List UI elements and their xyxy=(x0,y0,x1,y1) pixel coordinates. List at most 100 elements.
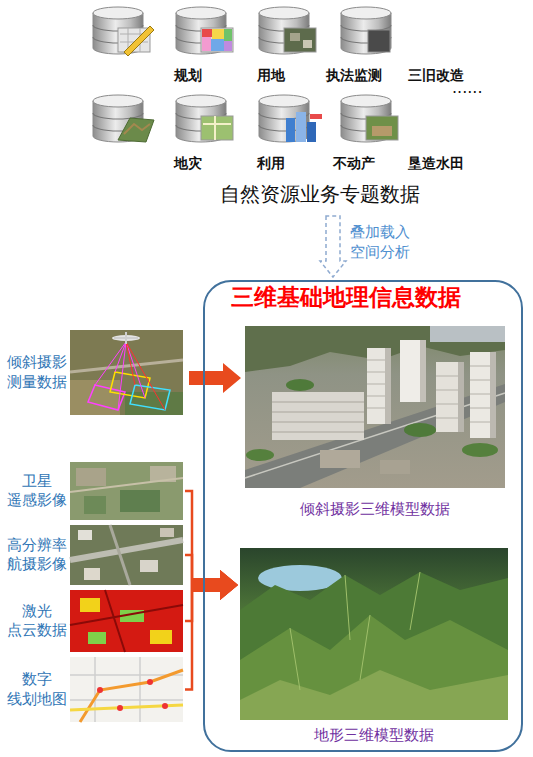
node-text: 高分辨率 航摄影像 xyxy=(4,536,70,575)
database-node: 地灾 xyxy=(84,90,160,172)
node-text: 垦造水田 xyxy=(408,155,464,172)
database-thumbnails xyxy=(211,39,224,51)
aerial-image xyxy=(160,528,174,537)
oblique-survey-image xyxy=(70,330,183,415)
database-thumbnails xyxy=(224,41,232,51)
oblique-model-image xyxy=(430,326,505,342)
connector-path xyxy=(185,555,192,585)
source-node: 数字 线划地图 xyxy=(4,657,183,722)
connector-path xyxy=(185,491,192,585)
database-node: 不动产 xyxy=(250,90,326,172)
database-node: 规划 xyxy=(84,2,160,84)
satellite-image xyxy=(84,496,106,514)
source-node: 高分辨率 航摄影像 xyxy=(4,525,183,585)
node-text: 激光 点云数据 xyxy=(4,602,70,641)
satellite-image xyxy=(76,468,106,486)
vector-map-image xyxy=(70,657,183,722)
database-thumbnails xyxy=(368,30,390,52)
oblique-model-image xyxy=(380,460,410,474)
oblique-survey-image xyxy=(70,330,183,415)
vector-map-image xyxy=(70,657,183,722)
oblique-model-image xyxy=(245,326,505,488)
vector-map-image xyxy=(80,670,183,722)
point-cloud-image xyxy=(70,590,183,652)
oblique-model-image xyxy=(420,340,426,402)
satellite-image xyxy=(70,462,183,520)
point-cloud-image xyxy=(70,590,183,652)
node-text: 用地 xyxy=(257,67,285,84)
aerial-image xyxy=(70,540,183,560)
aerial-image xyxy=(70,525,183,585)
aerial-image xyxy=(84,568,100,580)
node-text: 执法监测 xyxy=(326,67,382,84)
red-block-arrow xyxy=(185,491,238,600)
oblique-model-image xyxy=(458,362,464,432)
database-thumbnails xyxy=(284,28,316,52)
database-thumbnails xyxy=(202,29,212,37)
connector-path xyxy=(191,570,238,600)
connector-path xyxy=(320,216,346,277)
database-thumbnails xyxy=(203,116,231,140)
vector-map-image xyxy=(147,679,153,685)
connector-path xyxy=(185,585,192,690)
point-cloud-image xyxy=(150,630,172,644)
oblique-model-image xyxy=(272,392,364,440)
aerial-image xyxy=(78,530,92,540)
satellite-image xyxy=(70,462,183,520)
oblique-model-image xyxy=(367,348,391,424)
vector-map-image xyxy=(97,687,103,693)
edge-label: 叠加载入 空间分析 xyxy=(350,222,418,263)
database-thumbnails xyxy=(201,28,233,52)
node-text: 不动产 xyxy=(333,155,375,172)
aerial-image xyxy=(140,560,158,572)
database-node: 垦造水田 xyxy=(332,90,408,172)
oblique-survey-image xyxy=(95,342,145,410)
terrain-model-image xyxy=(240,615,508,720)
terrain-model-image xyxy=(240,548,508,720)
node-text: 利用 xyxy=(257,155,285,172)
database-thumbnails xyxy=(303,40,312,48)
connector-path xyxy=(191,570,238,600)
oblique-model-image xyxy=(286,379,314,391)
oblique-model-image xyxy=(462,443,498,457)
vector-map-image xyxy=(70,657,183,722)
point-cloud-image xyxy=(70,590,183,652)
oblique-survey-image xyxy=(130,385,170,410)
oblique-survey-image xyxy=(70,360,183,372)
node-text: 数字 线划地图 xyxy=(4,670,70,709)
ellipsis-label: ...... xyxy=(452,80,483,96)
database-node: 利用 xyxy=(167,90,243,172)
node-text: 三维基础地理信息数据 xyxy=(231,284,461,312)
database-thumbnails xyxy=(124,26,154,56)
model-image-node: 倾斜摄影三维模型数据 xyxy=(245,326,505,520)
terrain-model-image xyxy=(240,670,508,720)
connector-path xyxy=(191,570,238,600)
database-thumbnails xyxy=(307,122,316,142)
node-text: 倾斜摄影 测量数据 xyxy=(4,353,70,392)
source-node: 卫星 遥感影像 xyxy=(4,462,183,520)
vector-map-image xyxy=(117,705,123,711)
database-thumbnails xyxy=(124,124,150,134)
database-thumbnails xyxy=(286,118,295,142)
red-block-arrow xyxy=(189,363,241,393)
oblique-model-image xyxy=(320,450,360,468)
oblique-model-image xyxy=(490,352,496,438)
data-group: 自然资源业务专题数据规划用地执法监测三旧改造地灾利用不动产垦造水田 xyxy=(88,0,433,212)
connector-path xyxy=(189,363,241,393)
node-text: 地形三维模型数据 xyxy=(314,726,434,744)
database-thumbnails xyxy=(202,37,211,51)
oblique-model-image xyxy=(404,423,436,437)
database-thumbnails xyxy=(201,116,233,140)
source-node: 倾斜摄影 测量数据 xyxy=(4,330,183,415)
database-thumbnails xyxy=(118,118,154,142)
database-thumbnails xyxy=(212,29,224,39)
database-thumbnails xyxy=(118,26,398,142)
container-box: 三维基础地理信息数据倾斜摄影三维模型数据地形三维模型数据 xyxy=(203,280,523,752)
oblique-model-image xyxy=(367,360,490,422)
oblique-model-image xyxy=(246,449,274,461)
point-cloud-image xyxy=(88,632,106,644)
database-thumbnails xyxy=(290,33,300,41)
database-thumbnails xyxy=(296,112,306,142)
